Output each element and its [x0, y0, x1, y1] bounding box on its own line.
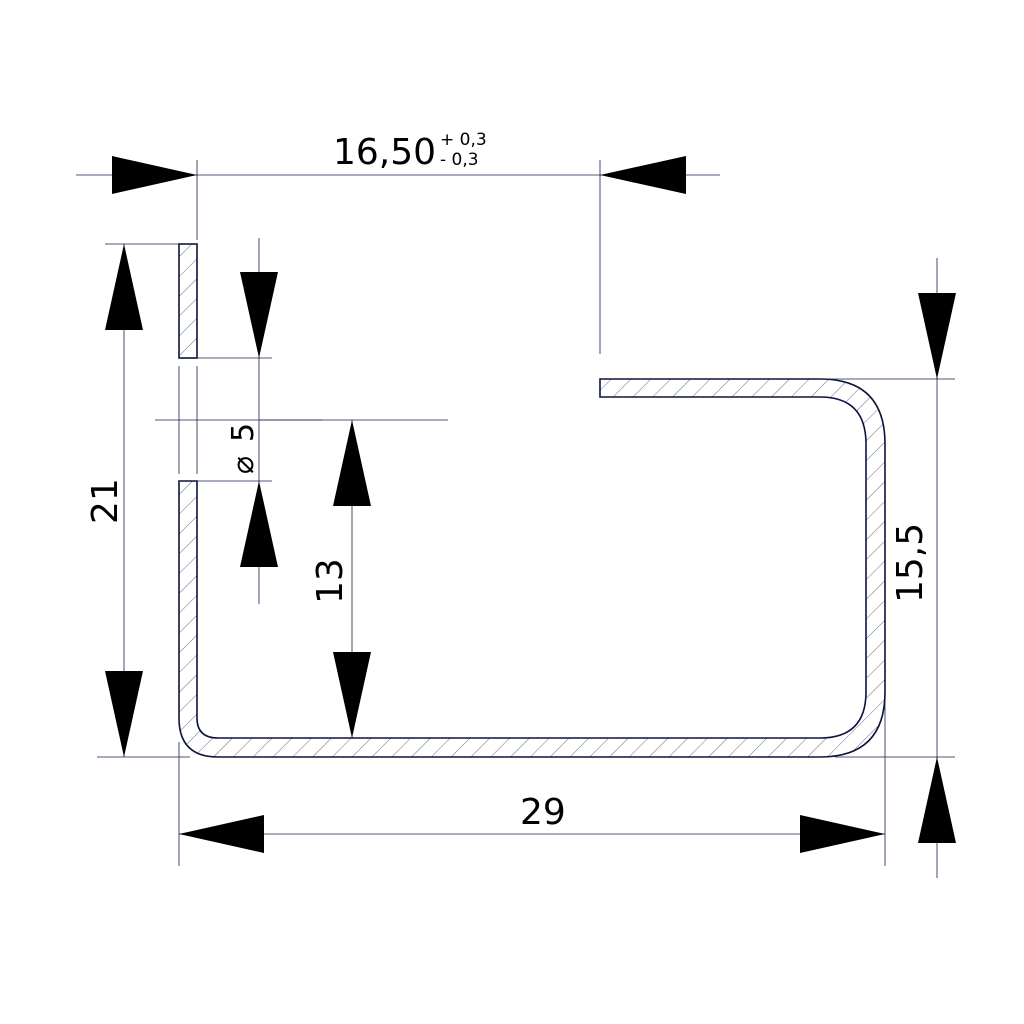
arrow-bottom-left	[179, 815, 264, 853]
arrow-top-right	[600, 156, 686, 194]
dim-top-width-value: 16,50	[333, 132, 436, 173]
dim-right-height: 15,5	[825, 258, 956, 878]
arrow-13-top	[333, 420, 371, 506]
arrow-13-bottom	[333, 652, 371, 738]
dim-top-width: 16,50 + 0,3 - 0,3	[76, 130, 720, 354]
arrow-top-left	[112, 156, 197, 194]
dim-top-width-tol-minus: - 0,3	[440, 150, 479, 170]
arrow-left-top	[105, 244, 143, 330]
dim-top-width-tol-plus: + 0,3	[440, 130, 487, 150]
arrow-bottom-right	[800, 815, 885, 853]
arrow-slot-bottom	[240, 481, 278, 567]
dim-left-height-value: 21	[85, 478, 126, 524]
arrow-slot-top	[240, 272, 278, 358]
dim-bottom-width: 29	[178, 700, 886, 866]
dim-slot-height: 13	[260, 419, 448, 738]
left-flange-upper	[178, 243, 198, 359]
arrow-right-bottom	[918, 757, 956, 843]
dim-right-height-value: 15,5	[890, 523, 931, 603]
dim-slot-diameter: ⌀ 5	[155, 238, 322, 604]
arrow-left-bottom	[105, 671, 143, 757]
profile-section	[178, 243, 886, 758]
arrow-right-top	[918, 293, 956, 379]
dim-slot-diameter-symbol: ⌀	[226, 456, 261, 474]
dim-slot-height-value: 13	[310, 558, 351, 604]
dim-left-height: 21	[85, 243, 197, 758]
dim-slot-diameter-value: 5	[226, 423, 261, 442]
profile-body	[178, 378, 886, 758]
dim-bottom-width-value: 29	[520, 792, 566, 833]
